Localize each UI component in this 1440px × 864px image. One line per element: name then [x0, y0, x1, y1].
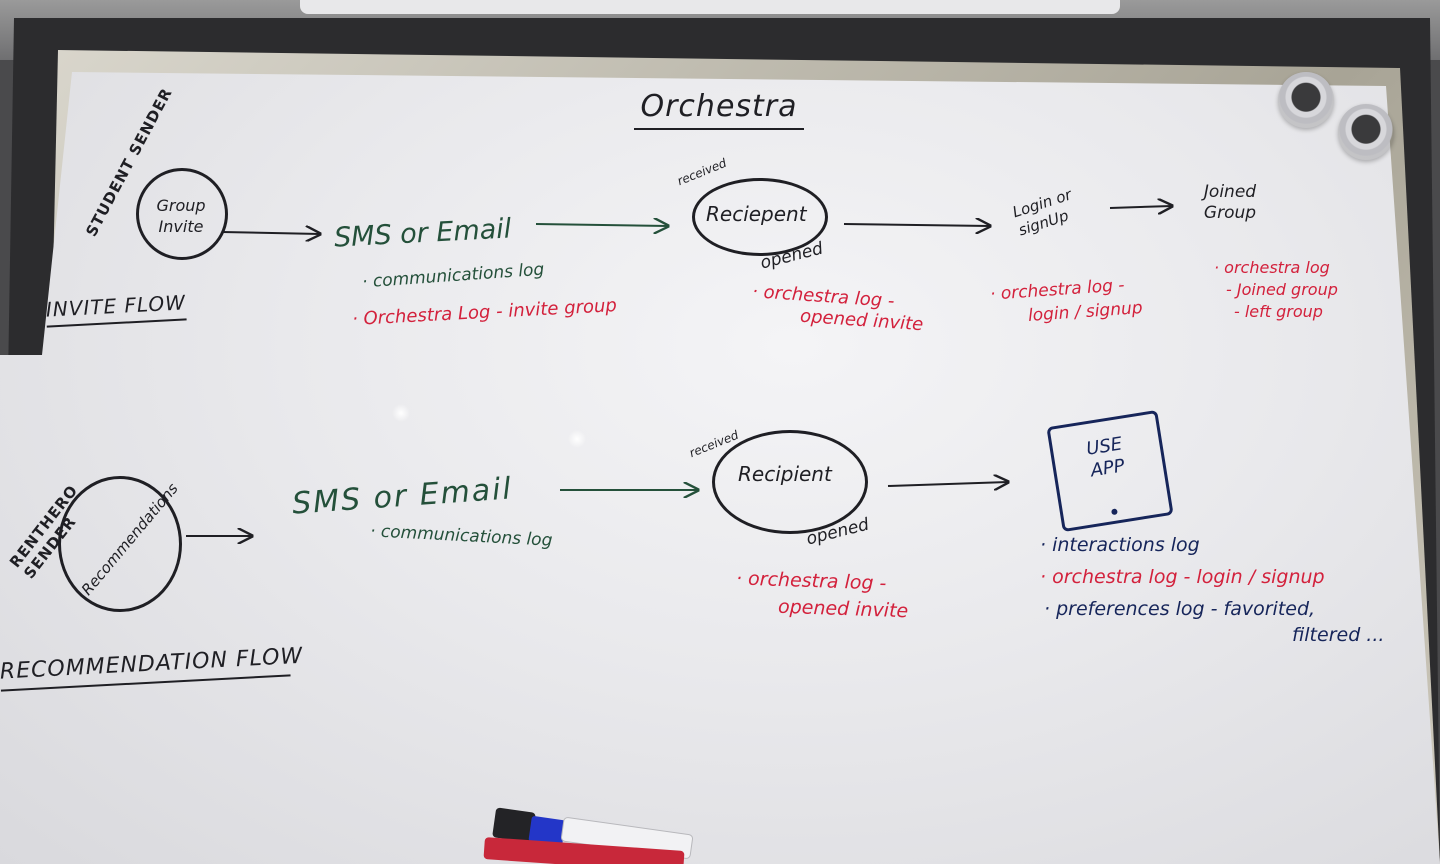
app-note-1: · interactions log [1040, 534, 1200, 556]
magnet-icon [1278, 72, 1334, 128]
arrow-channel-to-recipient [535, 224, 668, 226]
recommendation-recipient-node [712, 430, 868, 534]
magnet-icon [1338, 104, 1394, 160]
marker-pens [483, 807, 694, 864]
recommendations-node [58, 476, 182, 612]
invite-joined-note-1: · orchestra log [1214, 258, 1330, 277]
invite-joined-note-2: - Joined group [1226, 280, 1338, 299]
light-glare [568, 430, 586, 448]
arrow-recipient-to-login [843, 224, 990, 226]
app-note-2: · orchestra log - login / signup [1040, 566, 1325, 588]
invite-recipient-node [692, 178, 828, 256]
arrow-login-to-joined [1109, 206, 1172, 208]
invite-joined-step: Joined Group [1203, 182, 1257, 224]
invite-recipient-text: Reciepent [706, 202, 807, 226]
paper-stack [300, 0, 1120, 14]
invite-joined-note-3: - left group [1234, 302, 1323, 321]
board-title: Orchestra [634, 92, 804, 130]
arrow-recipient-to-app [887, 482, 1008, 486]
recommendation-recipient-text: Recipient [738, 462, 832, 486]
light-glare [392, 404, 410, 422]
group-invite-node [136, 168, 228, 260]
arrow-invite-to-channel [221, 232, 320, 234]
app-note-3: · preferences log - favorited, [1044, 598, 1316, 620]
group-invite-text: Group Invite [156, 196, 206, 236]
app-note-4: filtered ... [1292, 624, 1385, 646]
